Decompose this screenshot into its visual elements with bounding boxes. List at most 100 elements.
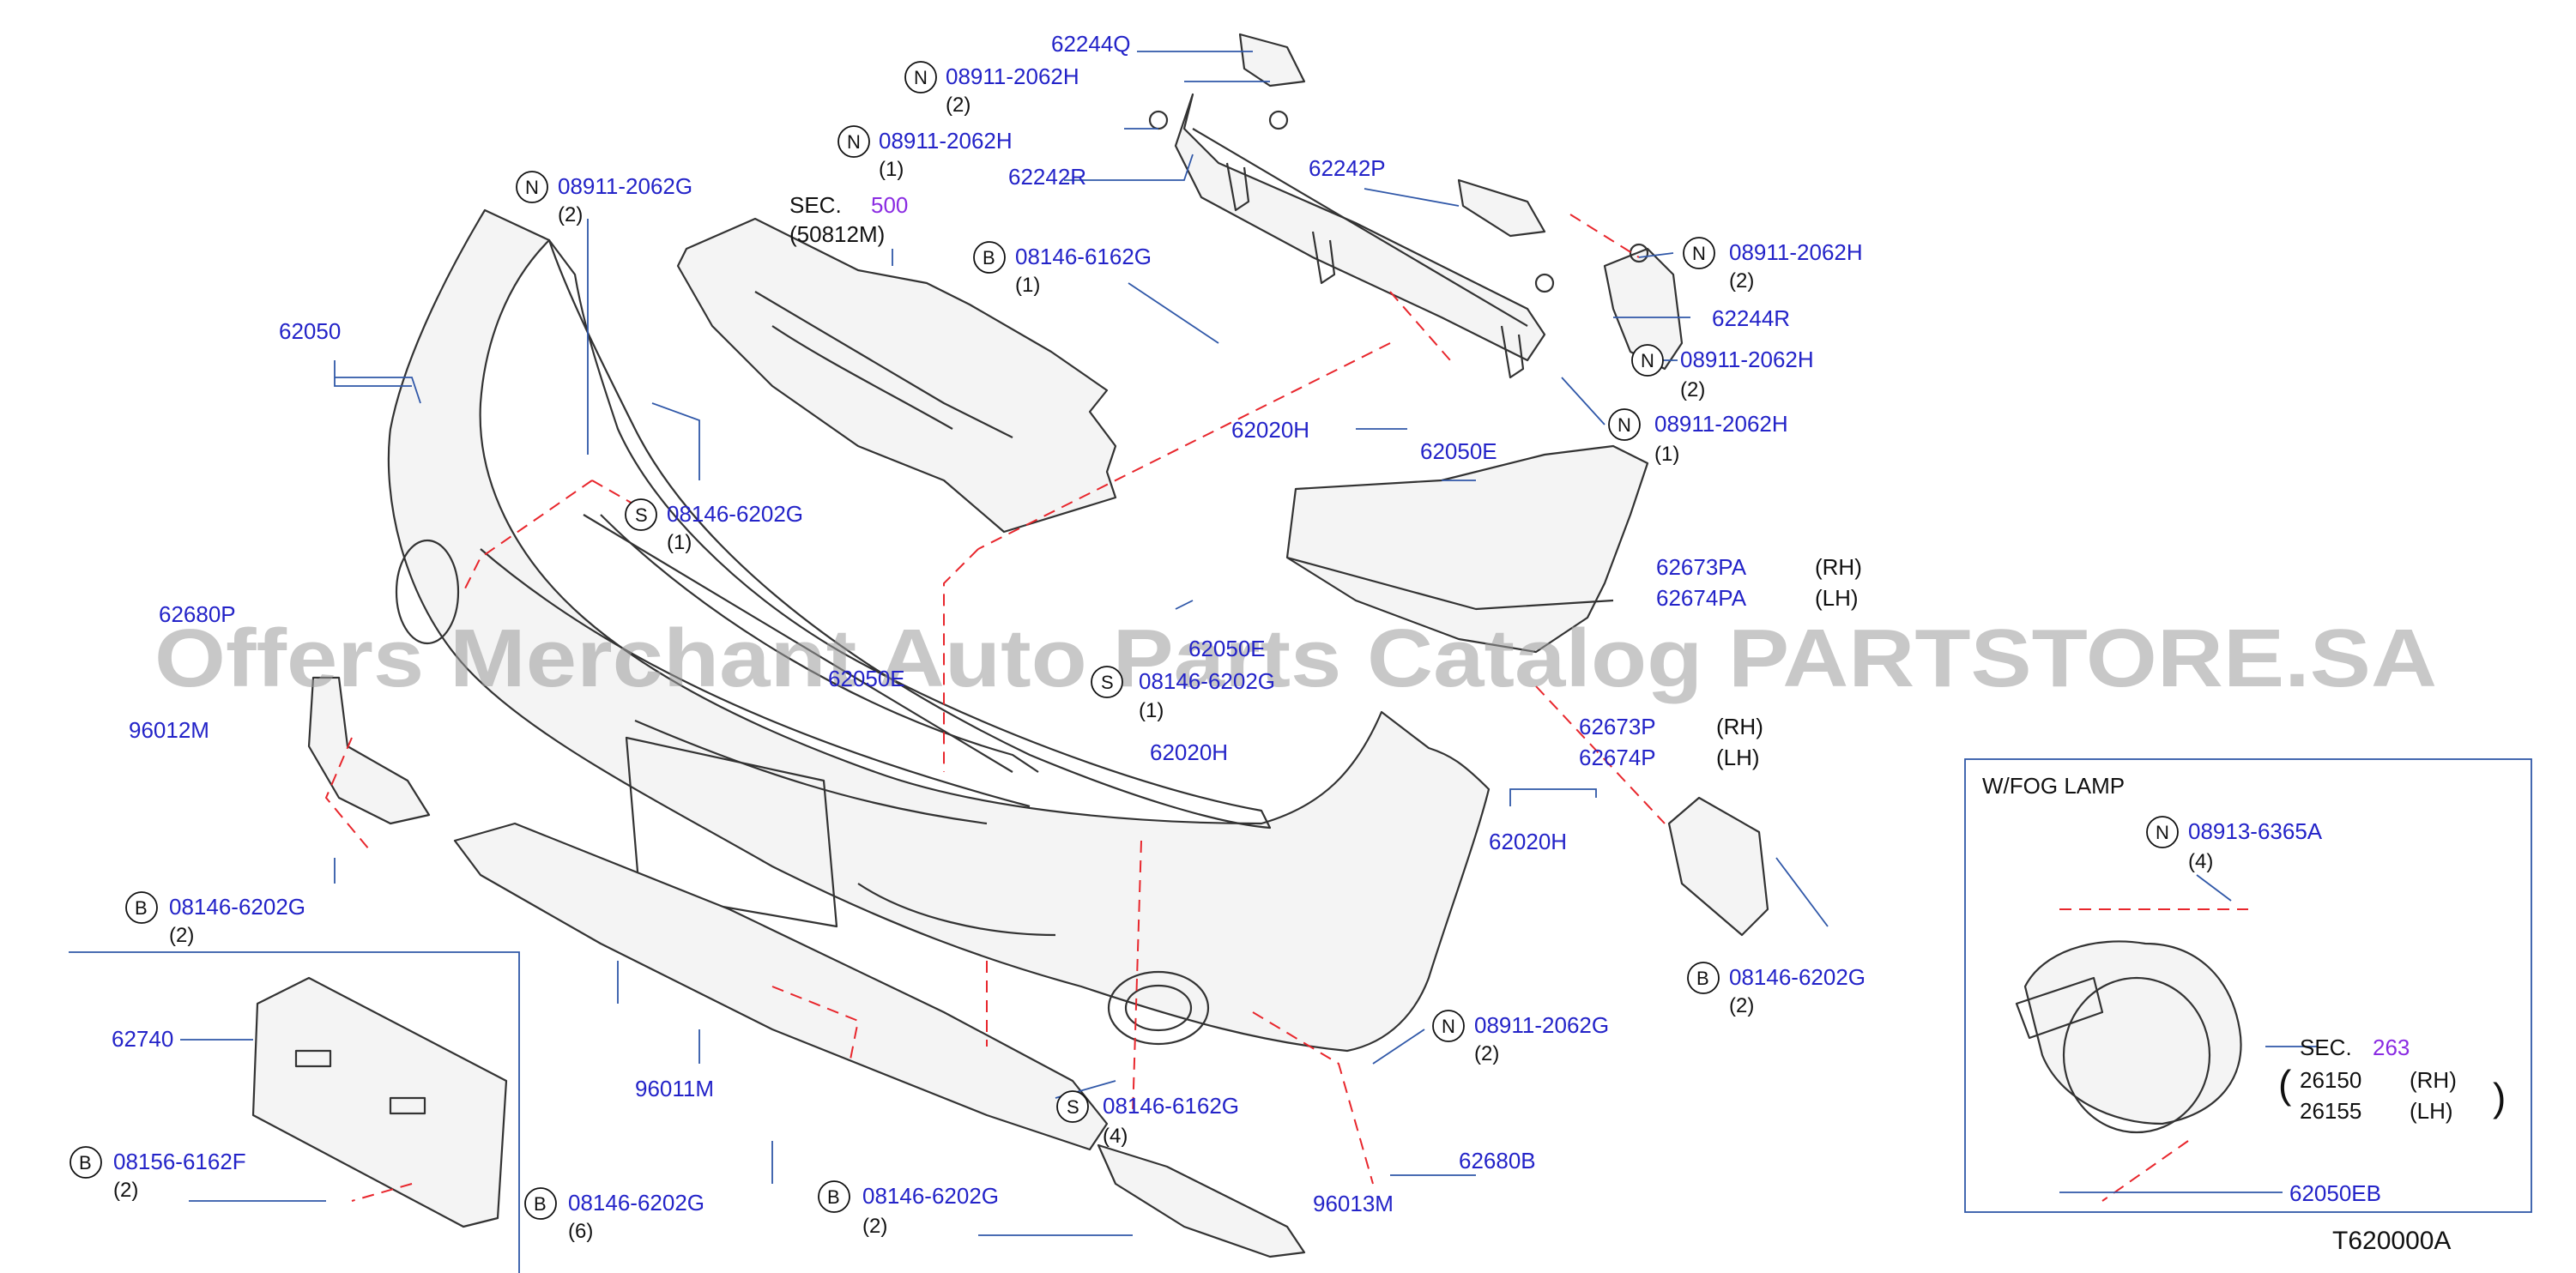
side-retainer-drawing bbox=[307, 676, 431, 825]
bolt-symbol: B bbox=[79, 1152, 92, 1173]
fog-lamp-box bbox=[1964, 758, 2532, 1213]
nut-symbol: N bbox=[525, 177, 539, 198]
bolt-symbol: B bbox=[1696, 968, 1709, 989]
part-08146-6202G-e[interactable]: 08146-6202G bbox=[568, 1190, 704, 1216]
part-62674PA[interactable]: 62674PA bbox=[1656, 585, 1747, 611]
side-rh-c: (RH) bbox=[2410, 1067, 2457, 1093]
qty-l: (2) bbox=[1474, 1042, 1499, 1065]
part-62020H-c[interactable]: 62020H bbox=[1489, 829, 1567, 854]
qty-h: (1) bbox=[667, 531, 692, 554]
part-62673P[interactable]: 62673P bbox=[1579, 714, 1656, 739]
side-rh-b: (RH) bbox=[1716, 714, 1763, 739]
part-96013M[interactable]: 96013M bbox=[1313, 1191, 1394, 1216]
nut-symbol: N bbox=[847, 131, 861, 153]
part-62242P[interactable]: 62242P bbox=[1309, 155, 1386, 181]
splash-shield-drawing bbox=[676, 217, 1117, 534]
diagram-reference: T620000A bbox=[2332, 1227, 2451, 1255]
qty-k: (2) bbox=[1729, 994, 1754, 1017]
nut-symbol: N bbox=[2156, 822, 2169, 843]
qty-b: (1) bbox=[879, 158, 904, 181]
part-62050E-b[interactable]: 62050E bbox=[1188, 636, 1266, 661]
part-08146-6202G-a[interactable]: 08146-6202G bbox=[667, 501, 803, 527]
part-08911-2062H-d[interactable]: 08911-2062H bbox=[1680, 347, 1814, 372]
part-96011M[interactable]: 96011M bbox=[635, 1076, 714, 1101]
part-08911-2062H-c[interactable]: 08911-2062H bbox=[1729, 239, 1863, 265]
bumper-fascia-drawing bbox=[387, 208, 1491, 1053]
qty-p: (2) bbox=[862, 1215, 887, 1238]
part-62673PA[interactable]: 62673PA bbox=[1656, 554, 1747, 580]
part-08911-2062H-b[interactable]: 08911-2062H bbox=[879, 128, 1013, 154]
part-08146-6202G-d[interactable]: 08146-6202G bbox=[1729, 964, 1865, 990]
side-lh-c: (LH) bbox=[2410, 1098, 2453, 1124]
nut-symbol: N bbox=[1692, 243, 1706, 264]
sec-263-label: SEC. bbox=[2300, 1035, 2352, 1060]
part-08911-2062G-b[interactable]: 08911-2062G bbox=[1474, 1012, 1609, 1038]
part-08146-6202G-c[interactable]: 08146-6202G bbox=[169, 894, 305, 920]
part-08911-2062H-e[interactable]: 08911-2062H bbox=[1654, 411, 1788, 437]
qty-g: (1) bbox=[1654, 443, 1679, 466]
side-rh-a: (RH) bbox=[1815, 554, 1862, 580]
part-08911-2062G-a[interactable]: 08911-2062G bbox=[558, 173, 692, 199]
part-96012M[interactable]: 96012M bbox=[129, 717, 209, 743]
side-lh-b: (LH) bbox=[1716, 745, 1760, 770]
part-08156-6162F[interactable]: 08156-6162F bbox=[113, 1149, 246, 1174]
screw-symbol: S bbox=[1101, 672, 1114, 693]
part-26155[interactable]: 26155 bbox=[2300, 1098, 2361, 1124]
part-08146-6162G-b[interactable]: 08146-6162G bbox=[1103, 1093, 1239, 1119]
lower-grille-drawing bbox=[453, 822, 1306, 1258]
assembly-lines bbox=[324, 214, 2248, 1202]
part-62244Q[interactable]: 62244Q bbox=[1051, 31, 1131, 57]
upper-grille-strip-drawing bbox=[547, 238, 1272, 830]
paren-close: ) bbox=[2493, 1075, 2506, 1119]
part-62674P[interactable]: 62674P bbox=[1579, 745, 1656, 770]
fog-lamp-title: W/FOG LAMP bbox=[1982, 773, 2125, 799]
part-62680P[interactable]: 62680P bbox=[159, 601, 236, 627]
bolt-symbol: B bbox=[983, 247, 995, 268]
frames bbox=[69, 758, 2532, 1273]
paren-open: ( bbox=[2278, 1062, 2292, 1107]
qty-q: (4) bbox=[2188, 850, 2213, 873]
leader-lines bbox=[189, 51, 2317, 1236]
bolt-symbol: B bbox=[827, 1186, 840, 1208]
nut-symbol: N bbox=[1618, 414, 1631, 436]
nut-symbol: N bbox=[914, 67, 928, 88]
sec-263-link[interactable]: 263 bbox=[2373, 1035, 2410, 1060]
part-62050[interactable]: 62050 bbox=[279, 318, 341, 344]
qty-i: (1) bbox=[1139, 699, 1164, 722]
part-62020H-b[interactable]: 62020H bbox=[1150, 739, 1228, 765]
part-62680B[interactable]: 62680B bbox=[1459, 1148, 1536, 1173]
part-08911-2062H-a[interactable]: 08911-2062H bbox=[946, 63, 1079, 89]
nut-symbol: N bbox=[1641, 350, 1654, 371]
part-08913-6365A[interactable]: 08913-6365A bbox=[2188, 818, 2323, 844]
watermark: Offers Merchant Auto Parts Catalog PARTS… bbox=[154, 612, 2437, 704]
qty-m: (4) bbox=[1103, 1125, 1128, 1148]
part-26150[interactable]: 26150 bbox=[2300, 1067, 2361, 1093]
side-lh-a: (LH) bbox=[1815, 585, 1859, 611]
bolt-symbol: B bbox=[534, 1193, 547, 1215]
part-62244R[interactable]: 62244R bbox=[1712, 305, 1790, 331]
reinforcement-beam-drawing bbox=[1148, 33, 1684, 379]
qty-f: (2) bbox=[1680, 378, 1705, 401]
fog-lamp-drawing bbox=[2015, 940, 2242, 1134]
qty-c: (2) bbox=[558, 203, 583, 226]
part-62740[interactable]: 62740 bbox=[112, 1026, 173, 1052]
screw-symbol: S bbox=[635, 504, 648, 526]
nut-symbol: N bbox=[1442, 1016, 1455, 1037]
sec-500-label: SEC. bbox=[789, 192, 842, 218]
qty-n: (2) bbox=[113, 1179, 138, 1202]
part-62050E-c[interactable]: 62050E bbox=[828, 666, 905, 691]
part-08146-6202G-f[interactable]: 08146-6202G bbox=[862, 1183, 999, 1209]
sec-500-link[interactable]: 500 bbox=[871, 192, 908, 218]
part-08146-6202G-b[interactable]: 08146-6202G bbox=[1139, 668, 1275, 694]
qty-o: (6) bbox=[568, 1220, 593, 1243]
part-62242R[interactable]: 62242R bbox=[1008, 164, 1086, 190]
qty-j: (2) bbox=[169, 924, 194, 947]
part-62050EB[interactable]: 62050EB bbox=[2289, 1180, 2381, 1206]
part-62050E-a[interactable]: 62050E bbox=[1420, 438, 1497, 464]
callouts: 62244Q N 08911-2062H (2) N 08911-2062H (… bbox=[70, 31, 2506, 1255]
qty-e: (2) bbox=[1729, 269, 1754, 293]
part-08146-6162G-a[interactable]: 08146-6162G bbox=[1015, 244, 1152, 269]
screw-symbol: S bbox=[1067, 1096, 1079, 1118]
part-62020H-a[interactable]: 62020H bbox=[1231, 417, 1309, 443]
